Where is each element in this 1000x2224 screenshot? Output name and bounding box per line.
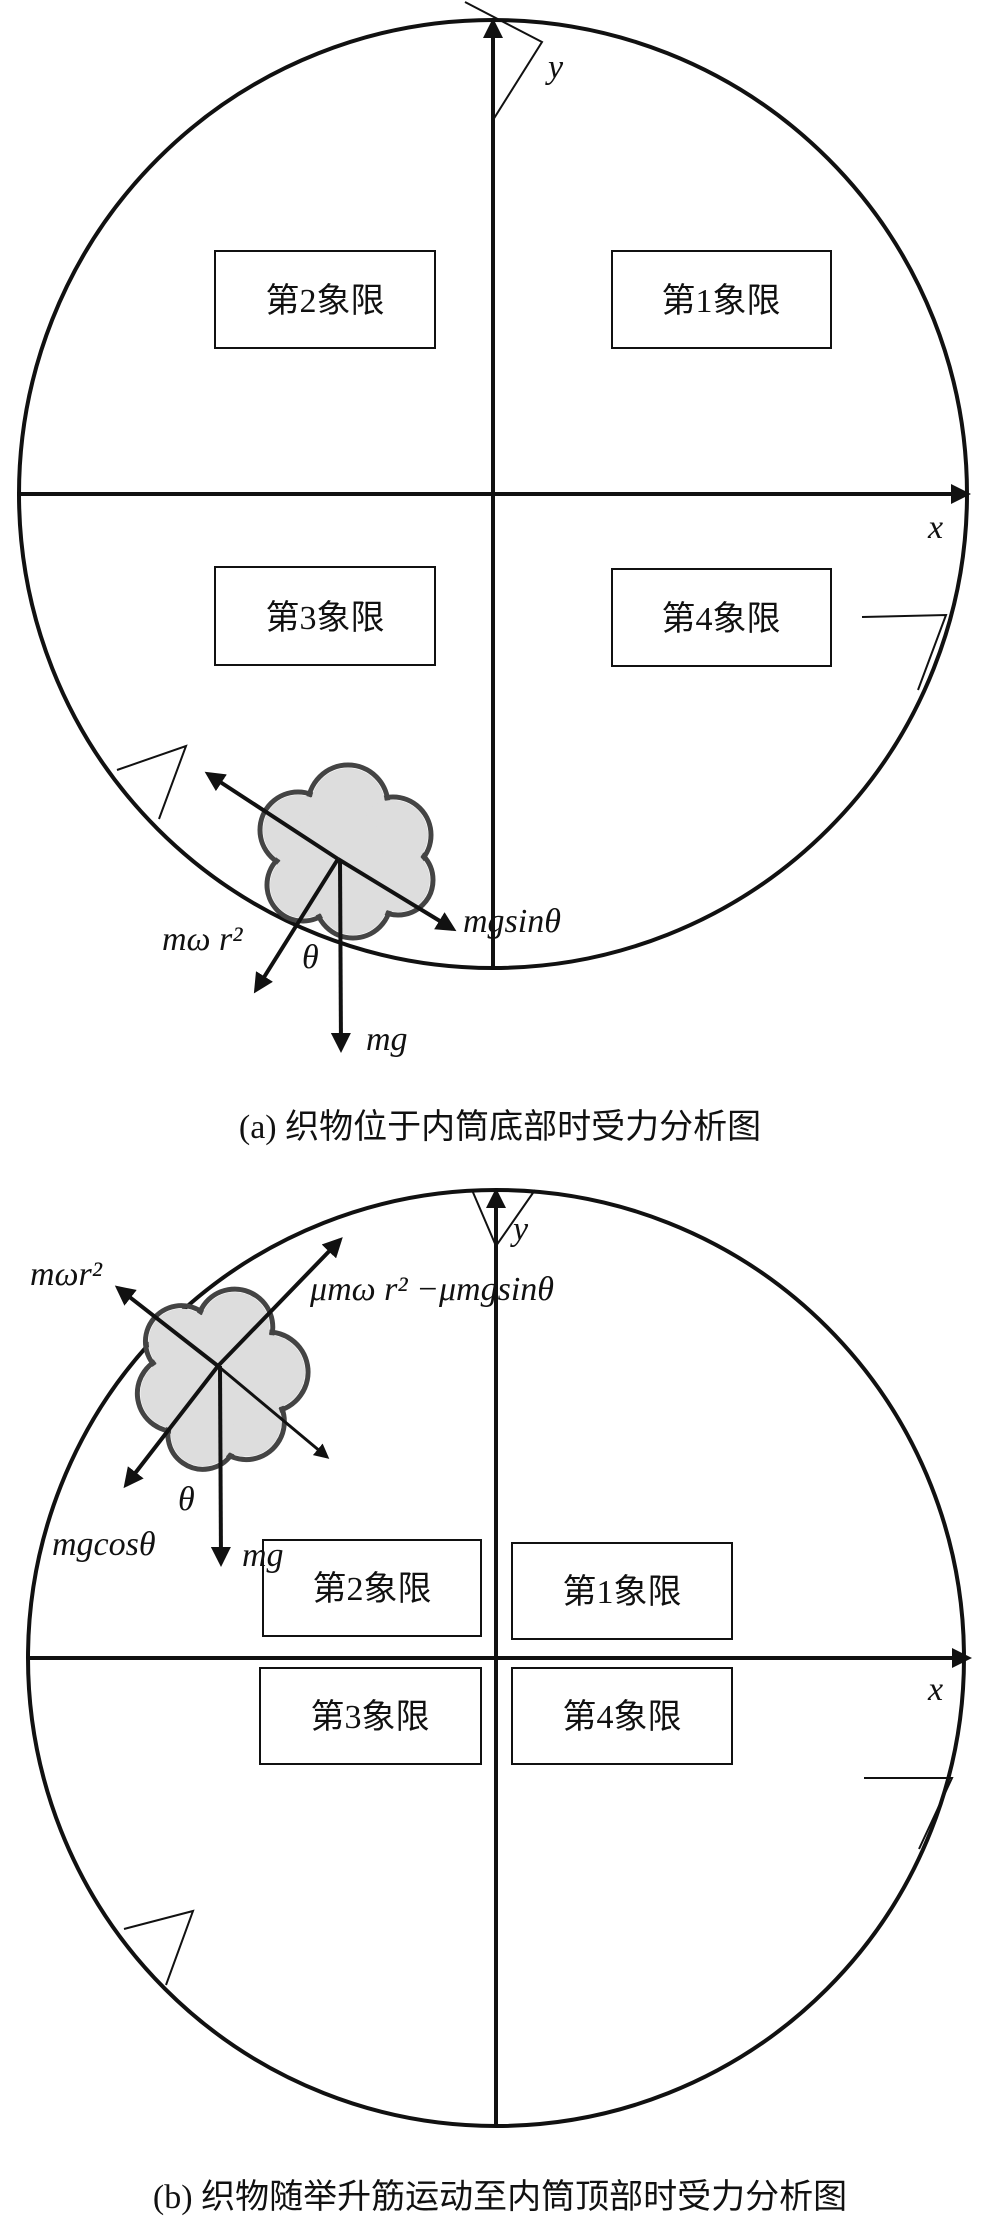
svg-text:第2象限: 第2象限 xyxy=(266,282,385,320)
svg-text:第4象限: 第4象限 xyxy=(563,1698,682,1736)
quadrant-box-3: 第3象限 xyxy=(214,566,436,666)
force-arrow xyxy=(253,857,340,994)
lifter-rib xyxy=(116,744,188,820)
force-arrow xyxy=(336,857,457,932)
force-arrow xyxy=(123,1364,220,1489)
svg-text:第4象限: 第4象限 xyxy=(662,600,781,638)
label-centrifugal: mω r² xyxy=(162,921,243,958)
label-gravity: mg xyxy=(242,1537,284,1574)
force-arrow xyxy=(114,1285,220,1368)
lifter-rib xyxy=(471,1189,536,1249)
label-tangential: mgsinθ xyxy=(463,903,561,940)
quadrant-box-4: 第4象限 xyxy=(511,1667,733,1765)
fabric-cloud xyxy=(260,765,433,938)
quadrant-box-1: 第1象限 xyxy=(611,250,832,349)
force-arrow xyxy=(204,771,340,861)
label-centrifugal: mωr² xyxy=(30,1256,103,1293)
y-axis-label: y xyxy=(510,1211,529,1248)
label-friction: μmω r² −μmgsinθ xyxy=(309,1271,554,1308)
label-gravity: mg xyxy=(366,1021,408,1058)
caption-b: (b) 织物随举升筋运动至内筒顶部时受力分析图 xyxy=(153,2178,847,2216)
lifter-rib xyxy=(464,1,544,121)
y-axis-label: y xyxy=(545,49,564,86)
force-arrow xyxy=(210,1365,231,1567)
quadrant-box-2: 第2象限 xyxy=(214,250,436,349)
caption-a: (a) 织物位于内筒底部时受力分析图 xyxy=(239,1108,761,1146)
lifter-rib xyxy=(861,613,948,691)
lifter-rib xyxy=(864,1777,954,1850)
quadrant-box-1: 第1象限 xyxy=(511,1542,733,1640)
svg-text:第3象限: 第3象限 xyxy=(266,599,385,637)
svg-text:第1象限: 第1象限 xyxy=(563,1573,682,1611)
label-angle: θ xyxy=(302,939,319,976)
svg-text:第2象限: 第2象限 xyxy=(313,1570,432,1608)
lifter-rib xyxy=(123,1909,195,1986)
svg-text:第1象限: 第1象限 xyxy=(662,282,781,320)
label-angle: θ xyxy=(178,1481,195,1518)
x-axis-label: x xyxy=(927,1671,943,1708)
quadrant-box-2: 第2象限 xyxy=(262,1539,482,1637)
x-axis-label: x xyxy=(927,509,943,546)
diagram-a: y x 第2象限 第1象限 第3象限 第4象限 mω r² θ mgsinθ m… xyxy=(17,1,971,1146)
force-arrow xyxy=(217,1364,330,1459)
diagram-b: y x 第2象限 第1象限 第3象限 第4象限 mωr² μmω r² −μmg… xyxy=(26,1188,972,2216)
svg-text:第3象限: 第3象限 xyxy=(311,1698,430,1736)
force-arrow xyxy=(216,1237,343,1368)
label-normal-component: mgcosθ xyxy=(52,1526,156,1563)
quadrant-box-3: 第3象限 xyxy=(259,1667,482,1765)
quadrant-box-4: 第4象限 xyxy=(611,568,832,667)
force-arrow xyxy=(330,858,351,1053)
